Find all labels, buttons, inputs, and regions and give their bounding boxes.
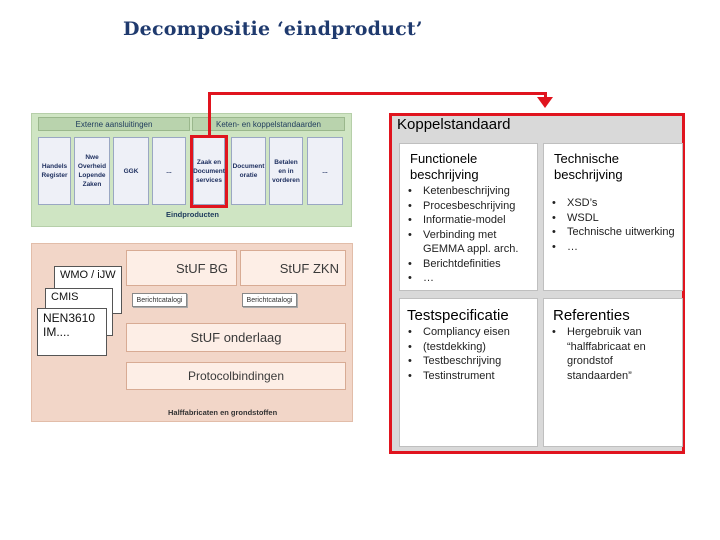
connector-line-left [208, 92, 211, 137]
list-item: (testdekking) [406, 340, 534, 355]
list-item: Ketenbeschrijving [406, 184, 534, 199]
list-item: Berichtdefinities [406, 257, 534, 272]
arrow-down-icon [537, 97, 553, 108]
doc-nen3610: NEN3610 IM.... [37, 308, 107, 356]
card-betalen-vorderen: Betalen en in vorderen [269, 137, 303, 205]
koppelstandaard-title: Koppelstandaard [397, 116, 511, 133]
functionele-beschrijving-list: Ketenbeschrijving Procesbeschrijving Inf… [406, 184, 534, 286]
card-handels-register: Handels Register [38, 137, 71, 205]
list-item: Compliancy eisen [406, 325, 534, 340]
referenties-list: Hergebruik van “halffabricaat en grondst… [550, 325, 662, 383]
list-item: WSDL [550, 211, 680, 226]
list-item: Testinstrument [406, 369, 534, 384]
keten-koppelstandaarden-header: Keten- en koppelstandaarden [192, 117, 345, 131]
testspecificatie-list: Compliancy eisen (testdekking) Testbesch… [406, 325, 534, 383]
list-item: Testbeschrijving [406, 354, 534, 369]
functionele-beschrijving-heading: Functionele beschrijving [410, 151, 479, 182]
berichtcatalogi-zkn: Berichtcatalogi [242, 293, 297, 307]
externe-aansluitingen-header: Externe aansluitingen [38, 117, 190, 131]
card-ellipsis-right: ... [307, 137, 343, 205]
stuf-bg-block: StUF BG [126, 250, 237, 286]
card-ggk: GGK [113, 137, 149, 205]
list-item: XSD’s [550, 196, 680, 211]
stuf-zkn-block: StUF ZKN [240, 250, 346, 286]
list-item: … [406, 271, 534, 286]
card-ellipsis-left: ... [152, 137, 186, 205]
card-nwe-overheid: Nwe Overheid Lopende Zaken [74, 137, 110, 205]
list-item: Procesbeschrijving [406, 199, 534, 214]
list-item: … [550, 240, 680, 255]
list-item: Hergebruik van “halffabricaat en grondst… [550, 325, 662, 383]
halffabricaten-label: Halffabricaten en grondstoffen [168, 408, 278, 417]
connector-line-right [544, 92, 547, 100]
connector-line-top [208, 92, 547, 95]
eindproducten-label: Eindproducten [166, 210, 219, 219]
technische-beschrijving-heading: Technische beschrijving [554, 151, 623, 182]
list-item: Informatie-model [406, 213, 534, 228]
referenties-heading: Referenties [553, 307, 630, 324]
card-document-oratie: Document oratie [231, 137, 266, 205]
slide-title: Decompositie ‘eindproduct’ [123, 18, 423, 40]
list-item: Verbinding met GEMMA appl. arch. [406, 228, 534, 257]
list-item: Technische uitwerking [550, 225, 680, 240]
protocolbindingen-block: Protocolbindingen [126, 362, 346, 390]
highlight-frame [190, 135, 228, 208]
card-zaak-document-services: Zaak en Document services [193, 137, 225, 205]
berichtcatalogi-bg: Berichtcatalogi [132, 293, 187, 307]
stuf-onderlaag-block: StUF onderlaag [126, 323, 346, 352]
technische-beschrijving-list: XSD’s WSDL Technische uitwerking … [550, 196, 680, 254]
testspecificatie-heading: Testspecificatie [407, 307, 509, 324]
